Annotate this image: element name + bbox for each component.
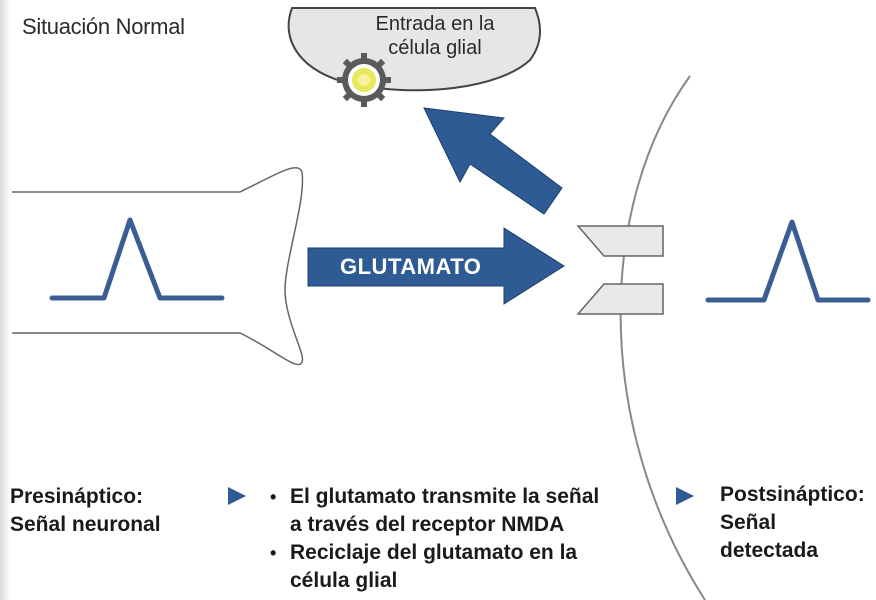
bullet-1-line1: El glutamato transmite la señal [290, 485, 600, 508]
glial-label-line2: célula glial [388, 37, 482, 59]
arrow-right-icon [676, 487, 694, 505]
presynaptic-caption: Presináptico: Señal neuronal [10, 483, 161, 539]
postsynaptic-line3: detectada [720, 539, 819, 562]
postsynaptic-line1: Postsináptico: [720, 483, 865, 506]
postsynaptic-line2: Señal [720, 511, 777, 534]
glutamate-arrow [307, 227, 565, 305]
presynaptic-line2: Señal neuronal [10, 513, 161, 536]
bullet-item: • Reciclaje del glutamato en la célula g… [270, 539, 670, 595]
presynaptic-line1: Presináptico: [10, 485, 144, 508]
presynaptic-signal-spike [49, 217, 225, 301]
transporter-gear-icon [337, 53, 391, 107]
left-edge-shadow [0, 0, 10, 600]
postsynaptic-membrane [619, 75, 706, 600]
bullet-list: • El glutamato transmite la señal a trav… [270, 483, 670, 595]
glial-cell-label: Entrada en la célula glial [360, 12, 510, 60]
glutamate-arrow-label: GLUTAMATO [340, 254, 482, 279]
postsynaptic-signal-spike [705, 219, 871, 303]
arrow-right-icon [228, 487, 246, 505]
bullet-dot: • [270, 543, 277, 563]
recycling-arrow [423, 107, 563, 215]
bullet-2-line1: Reciclaje del glutamato en la [290, 541, 578, 564]
postsynaptic-caption: Postsináptico: Señal detectada [720, 481, 865, 565]
bullet-item: • El glutamato transmite la señal a trav… [270, 483, 670, 539]
bullet-2-line2: célula glial [290, 569, 398, 592]
presynaptic-terminal [12, 166, 304, 366]
nmda-receptor [576, 225, 664, 315]
bullet-1-line2: a través del receptor NMDA [290, 513, 565, 536]
glial-label-line1: Entrada en la [375, 13, 495, 35]
bullet-dot: • [270, 487, 277, 507]
diagram-title: Situación Normal [22, 14, 185, 39]
